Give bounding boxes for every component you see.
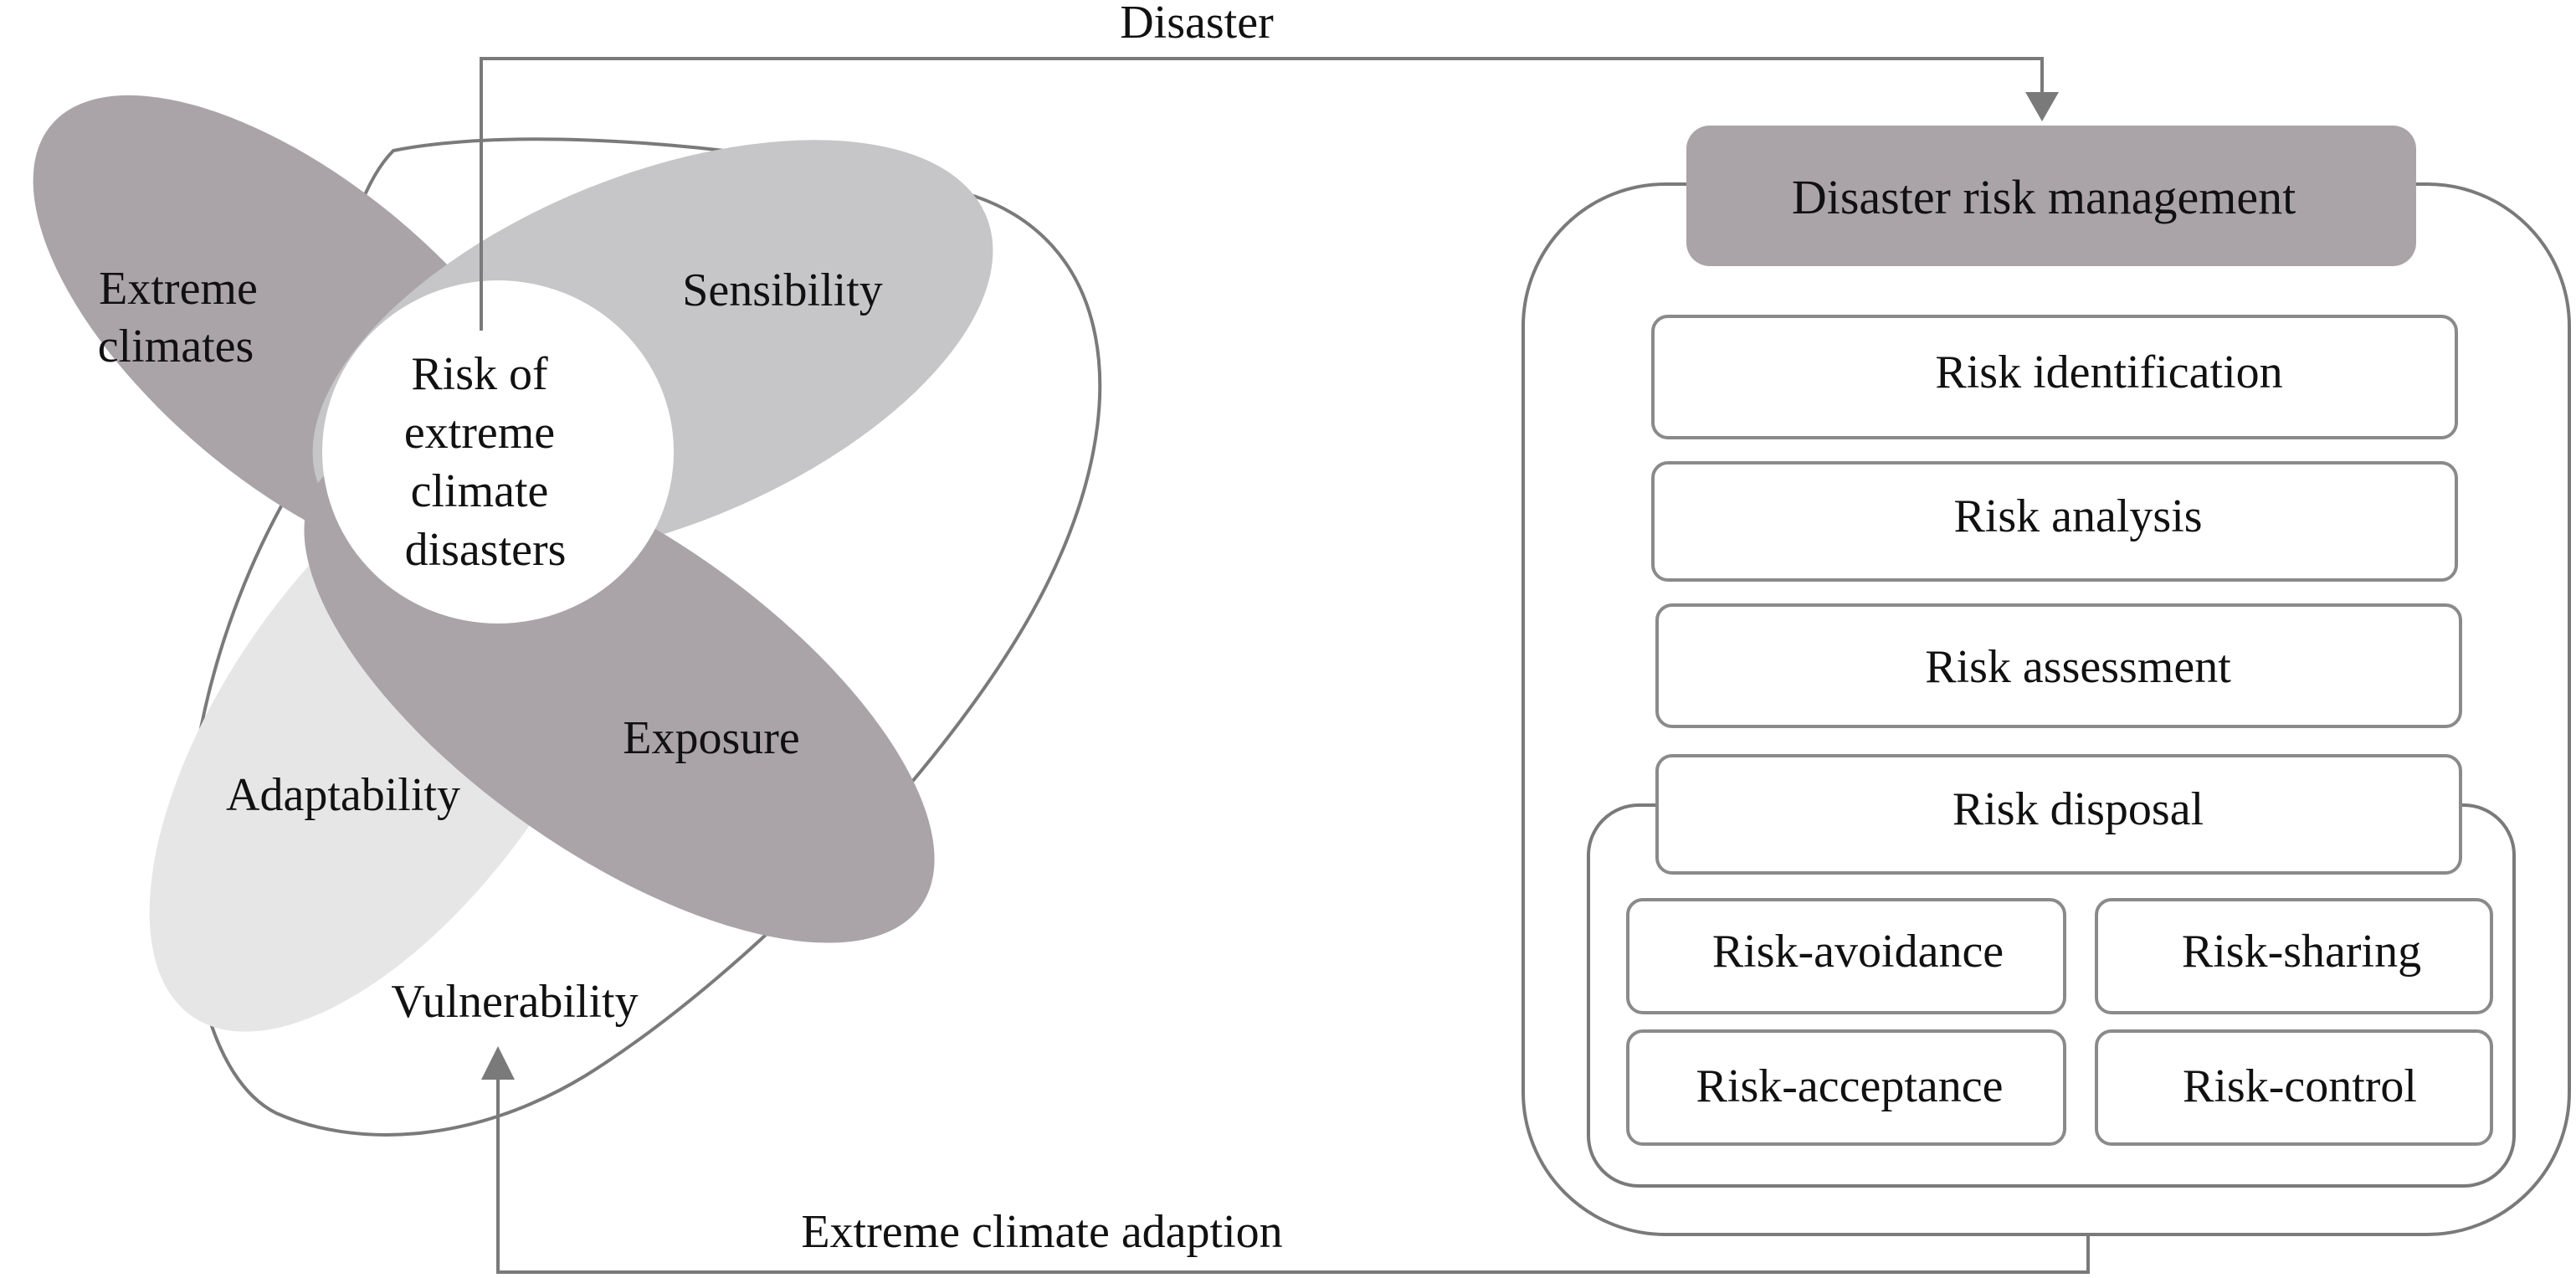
risk-disposal-box xyxy=(1655,754,2462,875)
risk-management-title: Disaster risk management xyxy=(1792,170,2296,224)
risk-management-header xyxy=(1686,126,2416,266)
risk-assessment-box xyxy=(1655,603,2462,728)
disaster-arrowhead xyxy=(2025,92,2059,121)
risk-analysis-box xyxy=(1651,461,2458,582)
extreme-climates-label: Extreme climates xyxy=(98,263,269,372)
risk-acceptance-box xyxy=(1626,1029,2066,1146)
adaption-label: Extreme climate adaption xyxy=(801,1206,1282,1258)
adaptability-label: Adaptability xyxy=(226,769,460,821)
risk-center-label: Risk of extreme climate disasters xyxy=(404,348,567,576)
risk-avoidance-box xyxy=(1626,898,2066,1014)
adaption-arrowhead xyxy=(481,1046,515,1080)
vulnerability-label: Vulnerability xyxy=(391,976,638,1028)
risk-analysis-label: Risk analysis xyxy=(1953,490,2202,542)
risk-sharing-label: Risk-sharing xyxy=(2182,926,2421,978)
adaption-connector xyxy=(496,1067,2090,1274)
risk-identification-label: Risk identification xyxy=(1935,346,2282,398)
risk-control-box xyxy=(2095,1029,2493,1146)
risk-acceptance-label: Risk-acceptance xyxy=(1696,1060,2004,1112)
risk-disposal-label: Risk disposal xyxy=(1953,783,2204,835)
exposure-label: Exposure xyxy=(623,712,800,764)
risk-sharing-box xyxy=(2095,898,2493,1014)
disaster-connector xyxy=(480,57,2044,331)
risk-identification-box xyxy=(1651,315,2458,439)
risk-avoidance-label: Risk-avoidance xyxy=(1712,926,2004,978)
risk-center-circle xyxy=(322,280,674,624)
risk-assessment-label: Risk assessment xyxy=(1925,641,2231,693)
sensibility-label: Sensibility xyxy=(682,264,883,316)
disaster-label: Disaster xyxy=(1120,0,1274,49)
risk-control-label: Risk-control xyxy=(2183,1060,2417,1112)
